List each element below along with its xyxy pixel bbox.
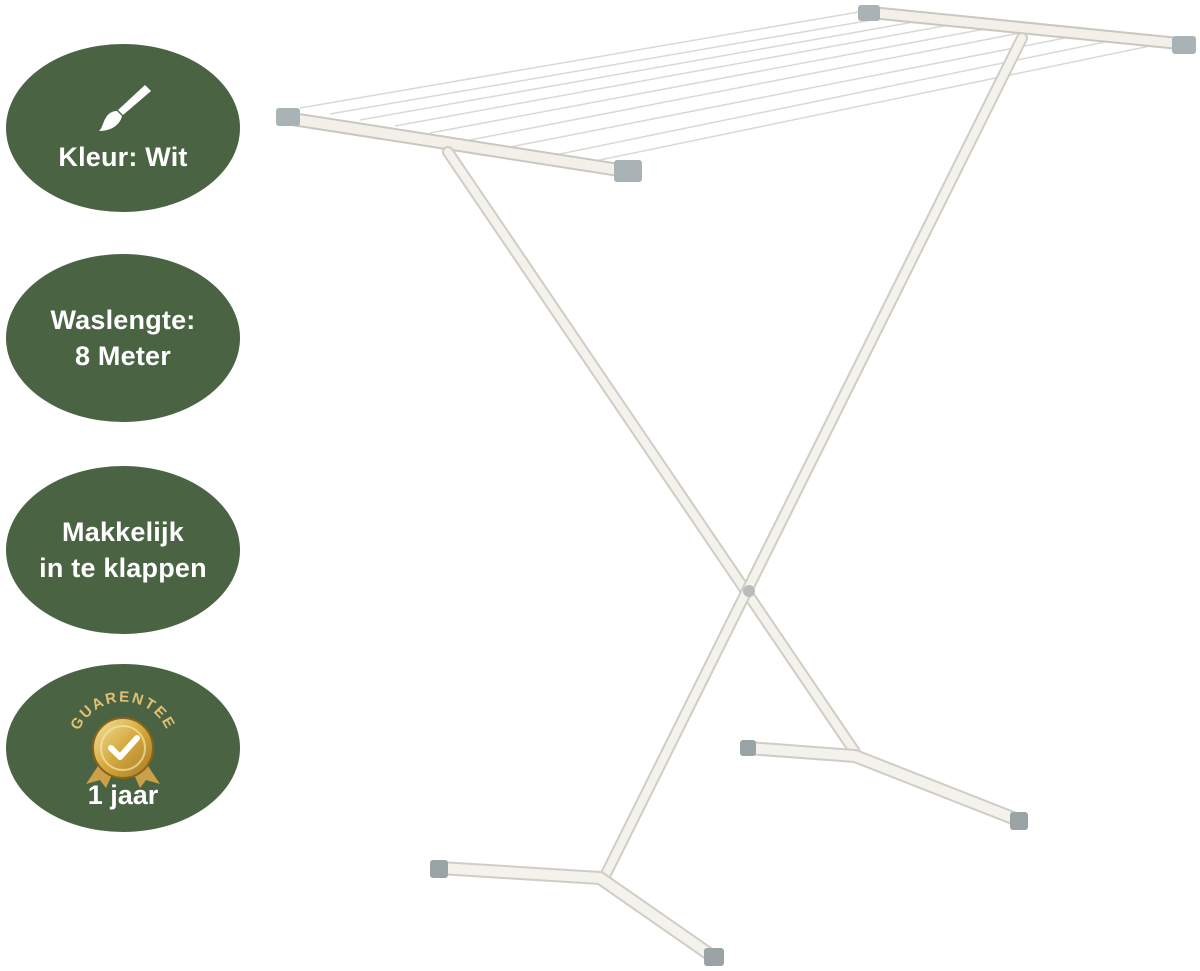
rack-end-caps bbox=[276, 5, 1196, 966]
badge-foldable: Makkelijk in te klappen bbox=[6, 466, 240, 634]
badge-guarantee: GUARENTEE 1 jaar bbox=[6, 664, 240, 832]
guarantee-duration-label: 1 jaar bbox=[87, 780, 159, 810]
rack-frame bbox=[279, 5, 1191, 963]
gold-medal-checkmark-icon: GUARENTEE bbox=[67, 689, 177, 788]
drying-rack-illustration bbox=[276, 5, 1196, 966]
badge-line-length: Waslengte: 8 Meter bbox=[6, 254, 240, 422]
badge-color-label: Kleur: Wit bbox=[58, 142, 188, 172]
badge-line-length-label: Waslengte: 8 Meter bbox=[50, 305, 196, 371]
badge-color: Kleur: Wit bbox=[6, 44, 240, 212]
paintbrush-icon bbox=[99, 85, 151, 131]
rack-hinge bbox=[743, 585, 755, 597]
badge-foldable-label: Makkelijk in te klappen bbox=[39, 517, 207, 583]
